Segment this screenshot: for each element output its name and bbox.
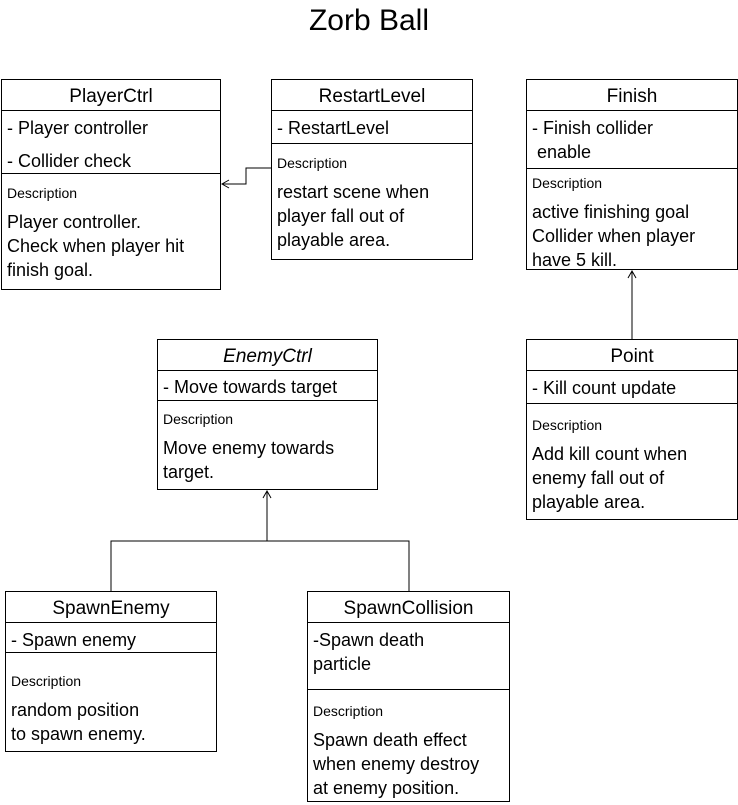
edge-restart-to-player: [223, 167, 271, 185]
edge-spawn-enemy-to-enemy-ctrl: [110, 540, 267, 591]
description-label: Description: [532, 175, 603, 191]
arrowhead-restart-to-player: [220, 179, 230, 189]
class-attributes: -Spawn death particle: [308, 623, 509, 690]
diagram-title: Zorb Ball: [308, 4, 430, 37]
description-label: Description: [163, 411, 234, 427]
description-label: Description: [277, 155, 348, 171]
class-box-enemy-ctrl[interactable]: EnemyCtrl - Move towards target Descript…: [157, 339, 378, 490]
description-label: Description: [11, 673, 82, 689]
class-box-spawn-enemy[interactable]: SpawnEnemy - Spawn enemy Description ran…: [5, 591, 217, 752]
class-name: SpawnEnemy: [6, 592, 216, 623]
description-text: active finishing goal Collider when play…: [532, 202, 696, 270]
class-box-player-ctrl[interactable]: PlayerCtrl - Player controller - Collide…: [1, 79, 221, 290]
class-name: SpawnCollision: [308, 592, 509, 623]
class-name: RestartLevel: [272, 80, 472, 111]
class-name: Point: [527, 340, 737, 371]
class-attribute: - RestartLevel: [277, 118, 390, 138]
class-box-restart-level[interactable]: RestartLevel - RestartLevel Description …: [271, 79, 473, 260]
class-attributes: - Finish collider enable: [527, 111, 737, 169]
class-name: Finish: [527, 80, 737, 111]
class-attribute: - Spawn enemy: [11, 630, 137, 650]
description-text: random position to spawn enemy.: [11, 700, 146, 744]
class-attributes: - Kill count update: [527, 371, 737, 404]
class-box-finish[interactable]: Finish - Finish collider enable Descript…: [526, 79, 738, 270]
arrowhead-point-to-finish: [627, 269, 637, 279]
class-name: EnemyCtrl: [158, 340, 377, 371]
class-attribute: - Finish collider enable: [532, 118, 654, 162]
edge-spawn-collision-to-enemy-ctrl: [267, 540, 410, 591]
class-attribute: - Kill count update: [532, 378, 677, 398]
class-attribute: - Player controller: [7, 118, 149, 138]
description-text: Player controller. Check when player hit…: [7, 212, 185, 280]
class-attributes: - Move towards target: [158, 371, 377, 401]
class-attribute: - Move towards target: [163, 377, 338, 397]
class-attribute: -Spawn death particle: [313, 630, 425, 674]
description-text: Add kill count when enemy fall out of pl…: [532, 444, 688, 512]
class-name: PlayerCtrl: [2, 80, 220, 111]
description-label: Description: [7, 185, 78, 201]
arrowhead-to-enemy-ctrl: [262, 489, 272, 499]
class-box-point[interactable]: Point - Kill count update Description Ad…: [526, 339, 738, 520]
description-text: Move enemy towards target.: [163, 438, 335, 482]
class-box-spawn-collision[interactable]: SpawnCollision -Spawn death particle Des…: [307, 591, 510, 802]
description-label: Description: [313, 703, 384, 719]
description-label: Description: [532, 417, 603, 433]
description-text: restart scene when player fall out of pl…: [277, 182, 430, 250]
class-attributes: - RestartLevel: [272, 111, 472, 144]
class-attributes: - Spawn enemy: [6, 623, 216, 653]
description-text: Spawn death effect when enemy destroy at…: [313, 730, 480, 798]
class-attributes: - Player controller - Collider check: [2, 111, 220, 174]
class-attribute: - Collider check: [7, 151, 132, 171]
